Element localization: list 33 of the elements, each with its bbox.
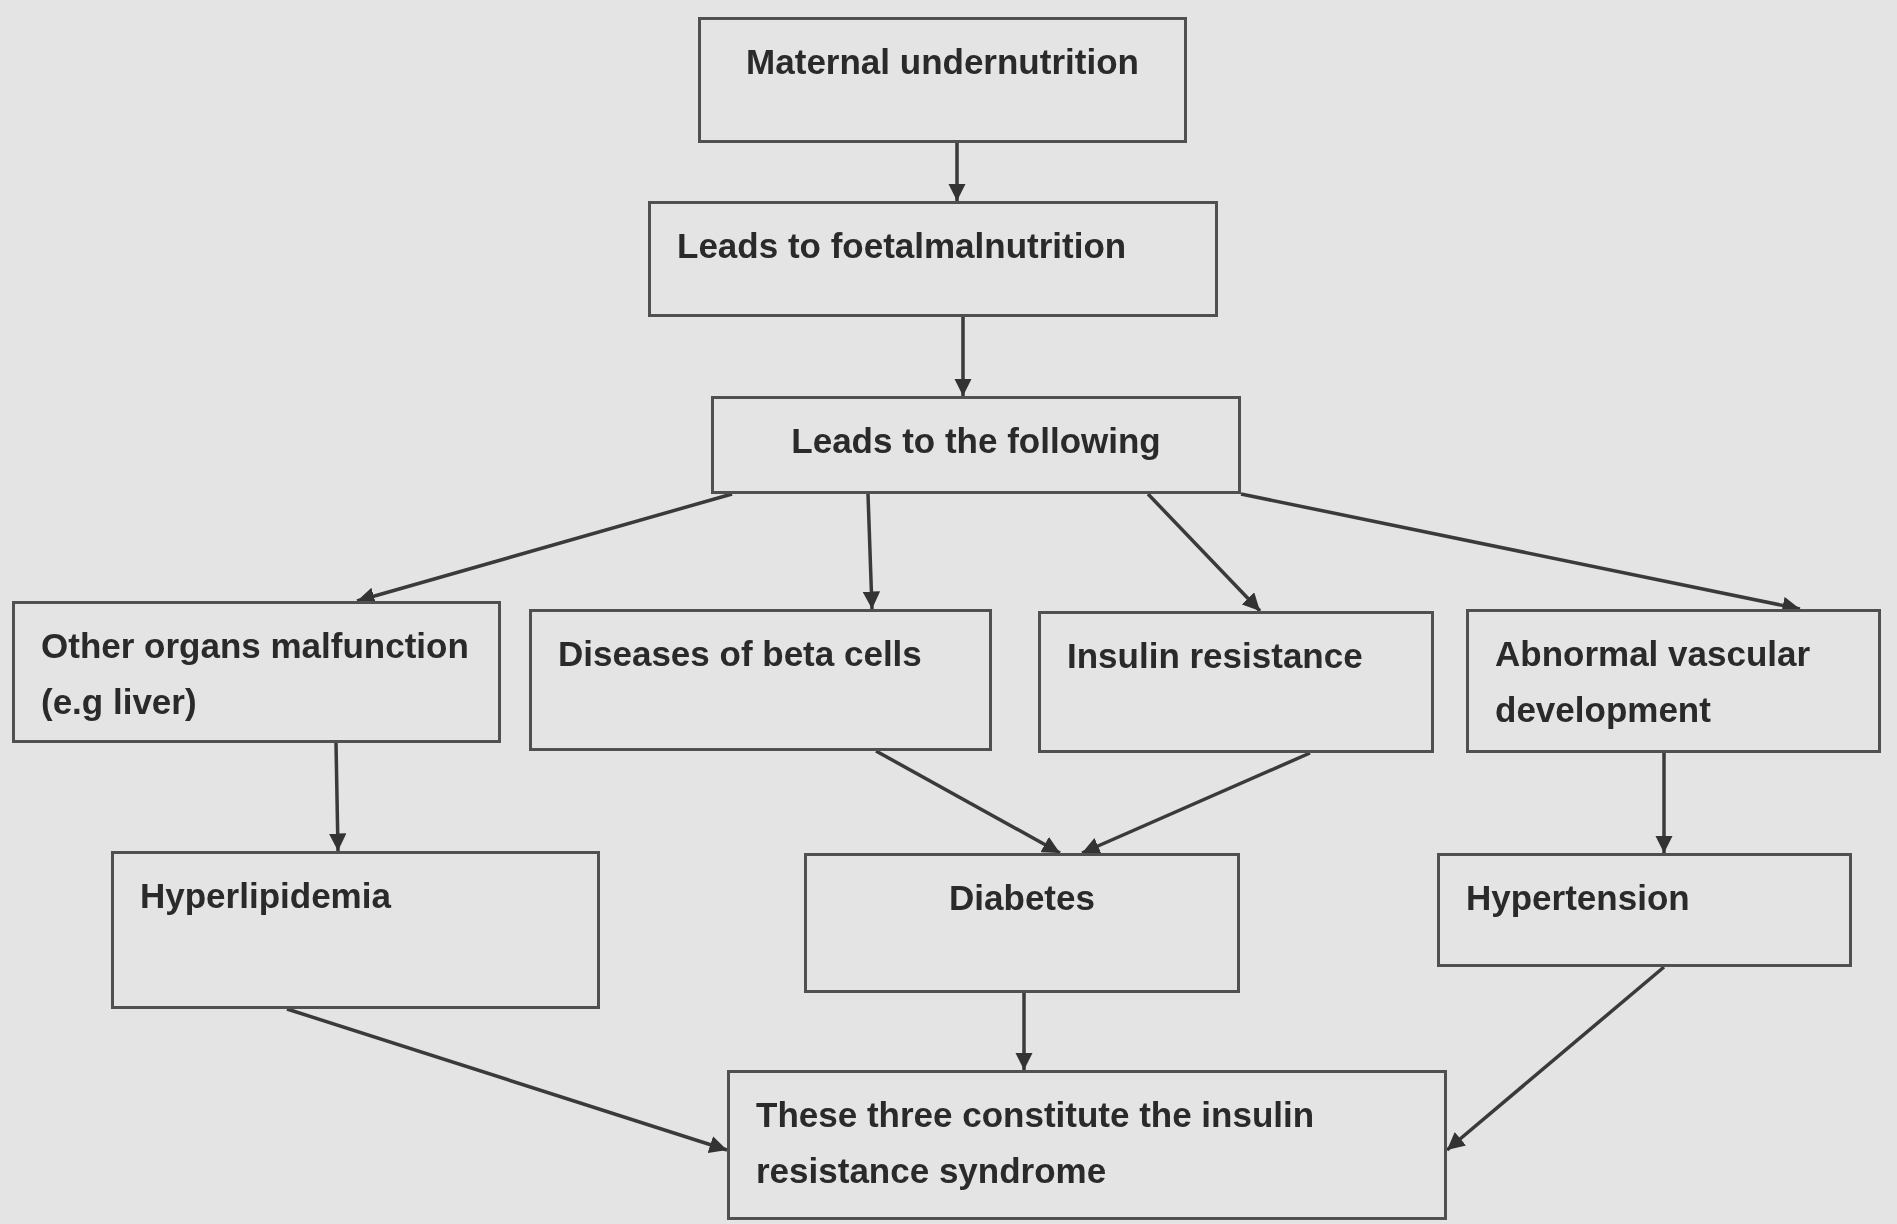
box-text: Abnormal vascular development [1495, 633, 1812, 731]
box-text: Leads to foetalmalnutrition [677, 225, 1128, 267]
process-box [529, 609, 992, 751]
arrow [948, 143, 966, 201]
process-box [1437, 853, 1852, 967]
process-box [727, 1070, 1447, 1220]
arrow [1445, 965, 1666, 1152]
box-text: Diseases of beta cells [558, 633, 923, 675]
process-box [1466, 609, 1881, 753]
arrow [1655, 753, 1673, 853]
box-text: Other organs malfunction (e.g liver) [41, 625, 470, 723]
box-text: Diabetes [948, 877, 1096, 919]
box-text: These three constitute the insulin resistance syndrome [756, 1094, 1316, 1192]
process-box [804, 853, 1240, 993]
process-box [698, 17, 1187, 143]
process-box [1038, 611, 1434, 753]
arrow [328, 742, 347, 852]
arrow [954, 317, 972, 396]
arrow [1015, 993, 1033, 1070]
box-text: Hypertension [1466, 877, 1691, 919]
process-box [711, 396, 1241, 494]
process-box [111, 851, 600, 1009]
arrow [875, 749, 1061, 855]
box-text: Insulin resistance [1067, 635, 1364, 677]
arrow [862, 493, 881, 610]
arrow [1081, 751, 1311, 855]
box-text: Leads to the following [790, 420, 1162, 462]
arrow [1146, 492, 1262, 613]
box-text: Maternal undernutrition [745, 41, 1140, 83]
process-box [648, 201, 1218, 317]
box-text: Hyperlipidemia [140, 875, 393, 917]
process-box [12, 601, 501, 743]
arrow [286, 1007, 728, 1153]
